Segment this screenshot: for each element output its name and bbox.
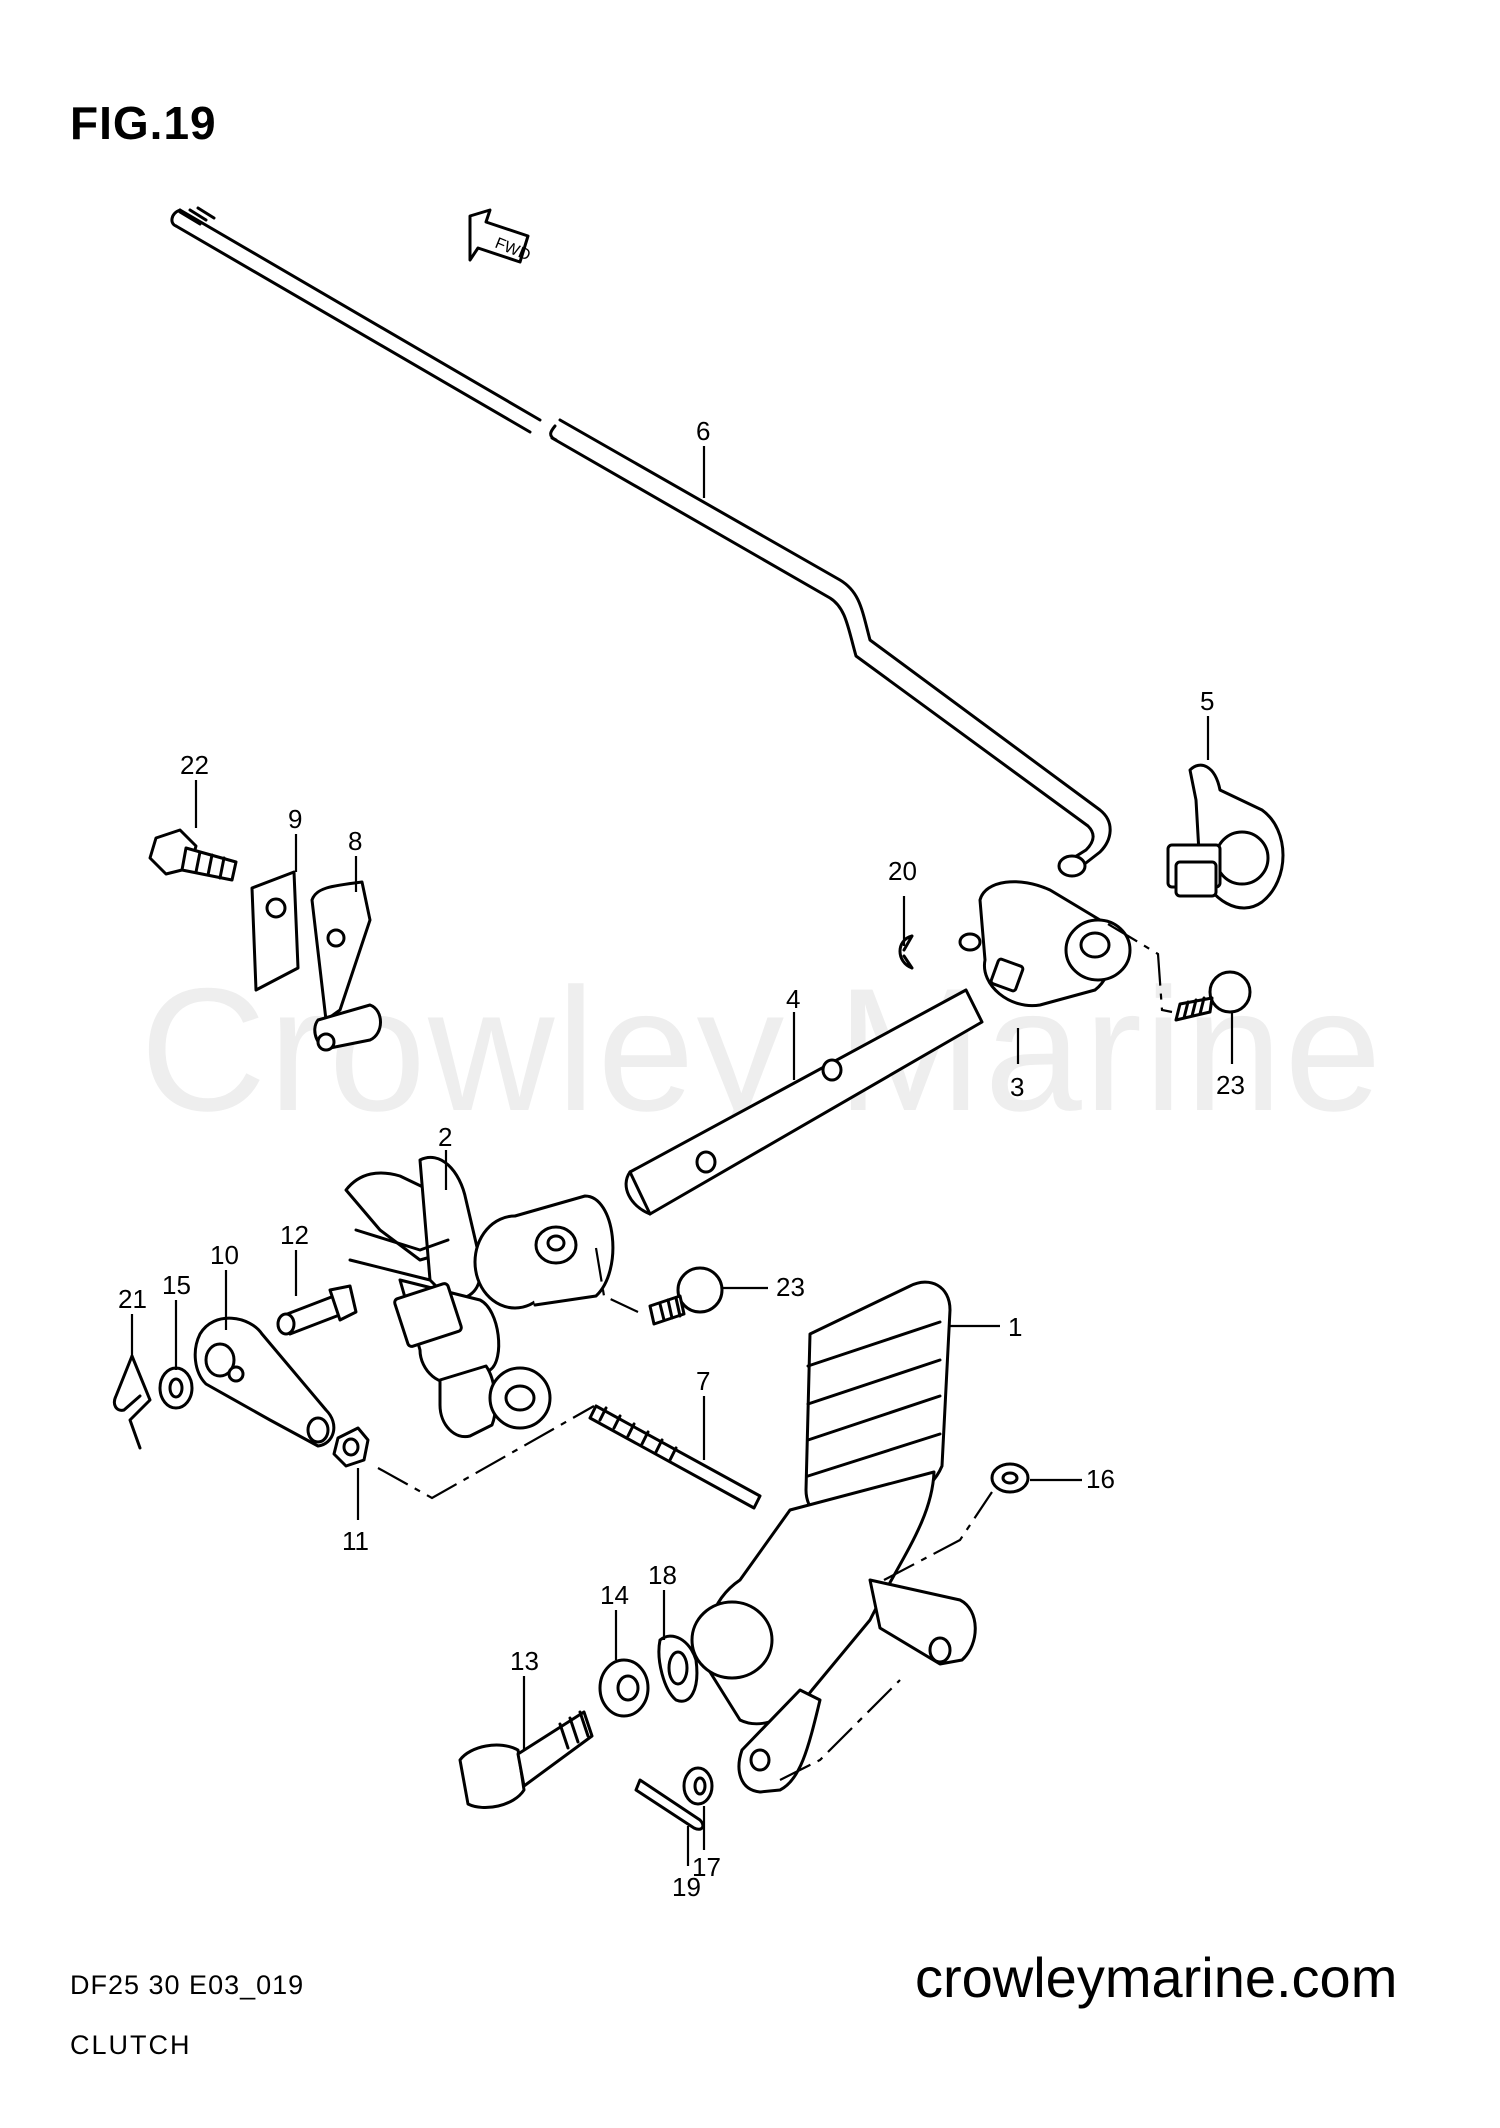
callout-14: 14	[600, 1580, 629, 1610]
section-name: CLUTCH	[70, 2030, 192, 2060]
part-7-stud	[588, 1404, 762, 1510]
callout-3: 3	[1010, 1072, 1024, 1102]
callout-12: 12	[280, 1220, 309, 1250]
callout-6: 6	[696, 416, 710, 446]
callout-16: 16	[1086, 1464, 1115, 1494]
callout-17: 17	[692, 1852, 721, 1882]
callout-4: 4	[786, 984, 800, 1014]
assembly-lines	[377, 923, 1173, 1781]
part-10-arm	[193, 1316, 336, 1448]
callouts: 1 2 3 4 5 6 7 8 9 10 11 12 13 14 15 16 1…	[118, 416, 1245, 1902]
part-21-clip	[112, 1354, 152, 1450]
part-6-rod	[170, 206, 1112, 878]
callout-23-upper: 23	[1216, 1070, 1245, 1100]
part-3-bracket	[958, 880, 1132, 1008]
callout-21: 21	[118, 1284, 147, 1314]
callout-5: 5	[1200, 686, 1214, 716]
part-1-pedal	[690, 1280, 977, 1794]
callout-23-lower: 23	[776, 1272, 805, 1302]
callout-20: 20	[888, 856, 917, 886]
part-12-pin	[276, 1284, 358, 1336]
part-4-shaft	[624, 988, 984, 1216]
callout-11: 11	[342, 1526, 369, 1556]
part-20-clip	[898, 934, 914, 970]
callout-9: 9	[288, 804, 302, 834]
part-13-bolt	[458, 1710, 594, 1809]
part-15-washer	[158, 1366, 194, 1410]
part-18-bushing	[657, 1634, 699, 1703]
part-16-washer	[990, 1462, 1030, 1494]
callout-15: 15	[162, 1270, 191, 1300]
callout-19: 19	[672, 1872, 701, 1902]
part-11-nut	[332, 1426, 370, 1468]
part-8-bracket	[310, 880, 382, 1052]
part-17-washer	[682, 1766, 714, 1806]
part-19-cotter-pin	[634, 1778, 705, 1831]
drawing-code: DF25 30 E03_019	[70, 1970, 305, 2000]
part-2-clutch-lever	[344, 1155, 615, 1439]
callout-1: 1	[1008, 1312, 1022, 1342]
part-22-bolt	[148, 828, 238, 882]
fwd-arrow-icon: FWD	[468, 208, 533, 264]
callout-7: 7	[696, 1366, 710, 1396]
part-9-plate	[250, 870, 300, 992]
website-link[interactable]: crowleymarine.com	[915, 1946, 1398, 2009]
callout-18: 18	[648, 1560, 677, 1590]
part-5-lever	[1166, 763, 1285, 910]
part-14-washer	[598, 1658, 650, 1718]
callout-10: 10	[210, 1240, 239, 1270]
leader-lines	[130, 446, 1234, 1866]
callout-22: 22	[180, 750, 209, 780]
figure-title: FIG.19	[70, 97, 217, 149]
callout-13: 13	[510, 1646, 539, 1676]
part-23-screw-upper	[1174, 970, 1252, 1022]
callout-8: 8	[348, 826, 362, 856]
callout-2: 2	[438, 1122, 452, 1152]
part-23-screw-lower	[648, 1266, 724, 1326]
